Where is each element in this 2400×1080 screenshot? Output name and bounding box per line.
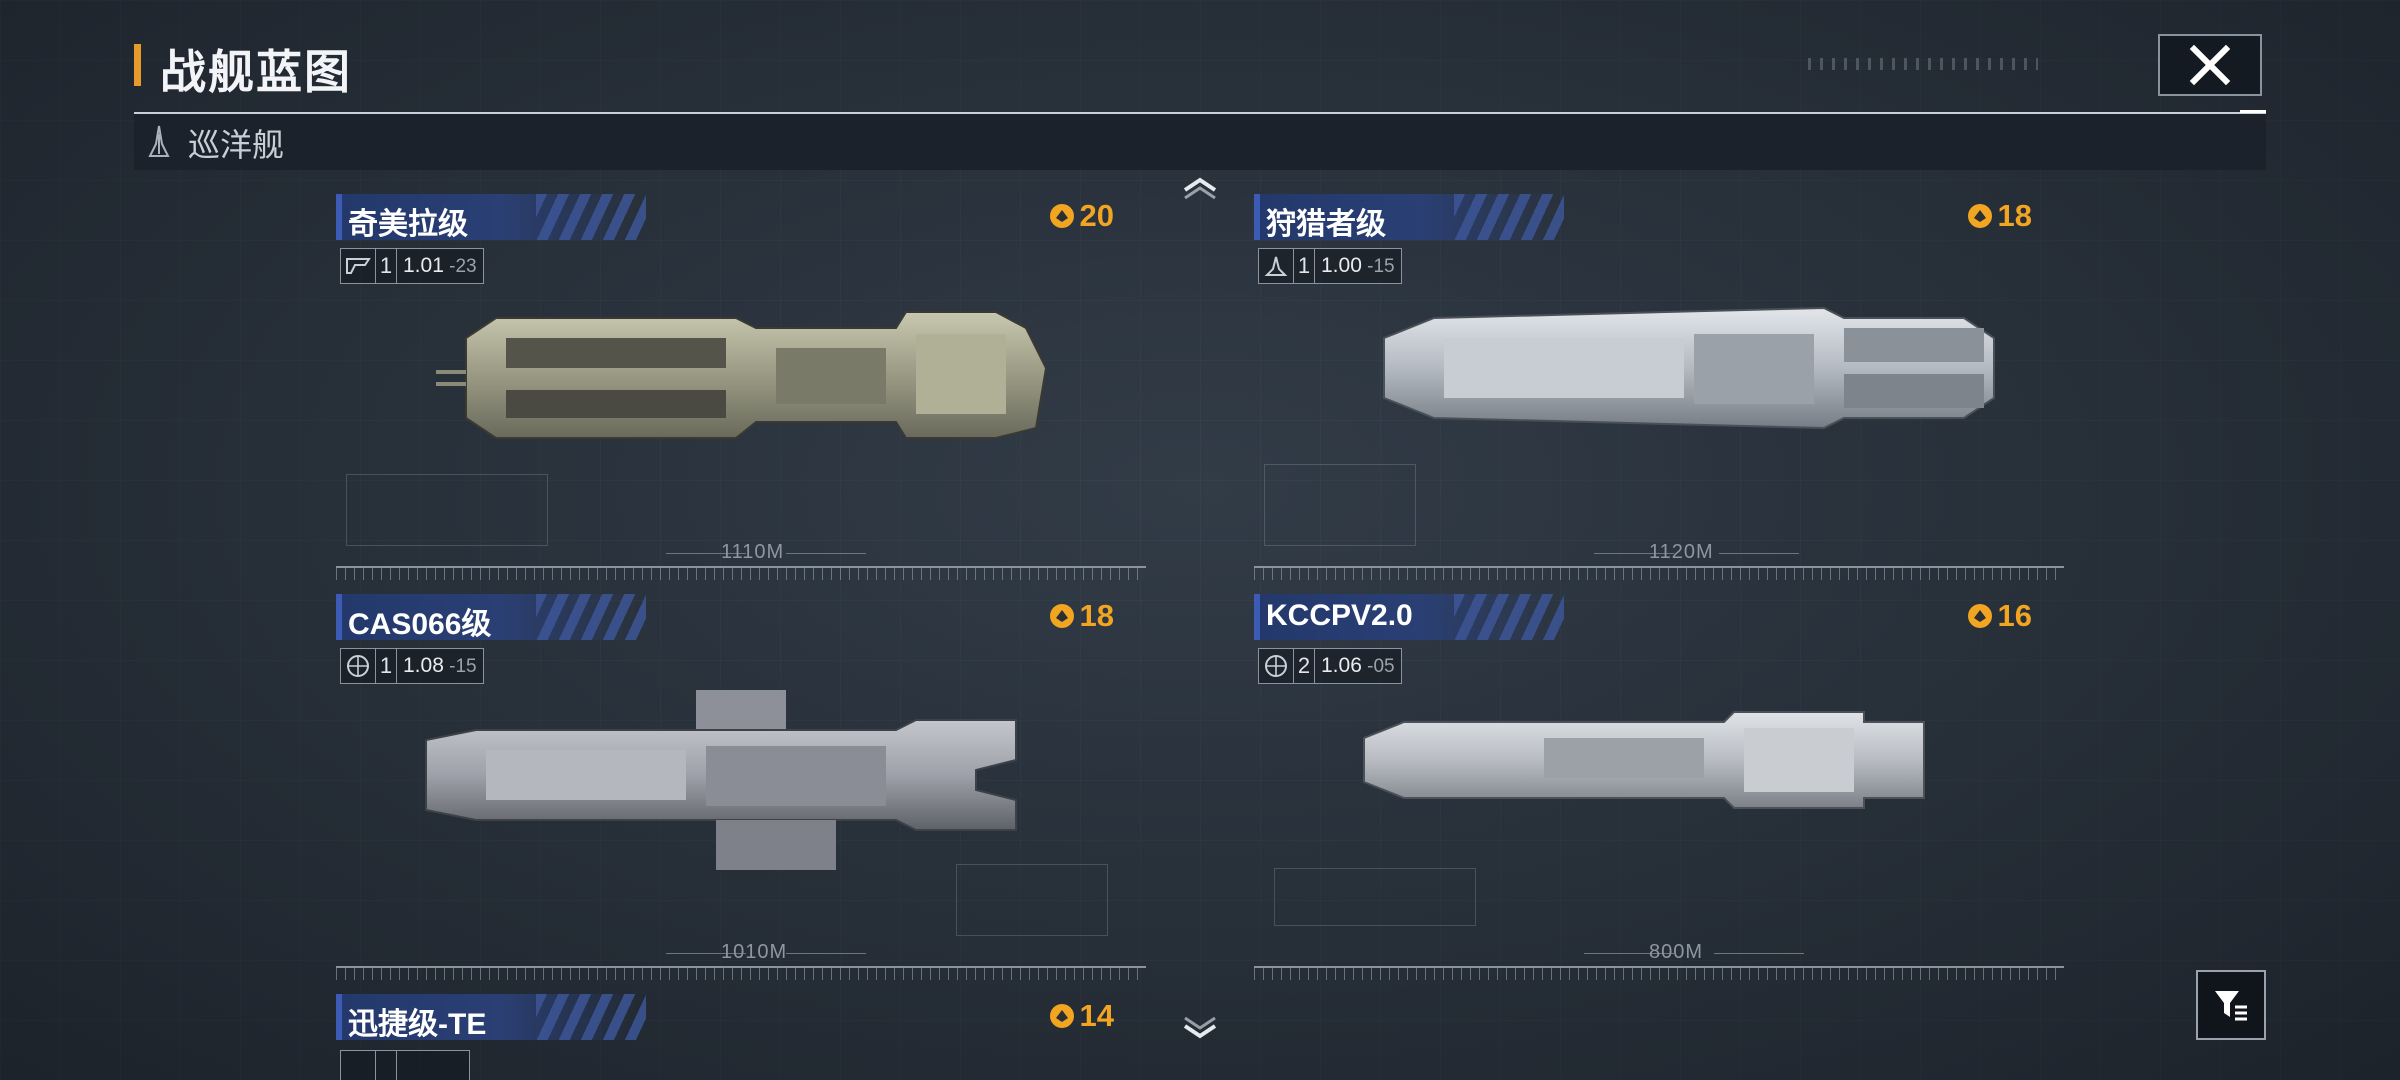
category-bar: [134, 114, 2266, 170]
ship-name: 迅捷级-TE: [348, 1008, 487, 1041]
ship-card[interactable]: 狩猎者级 18 1 1.00 -15 1120M: [1254, 194, 2064, 594]
ship-tier: 2: [1294, 649, 1315, 683]
decorative-ticks: [1808, 58, 2038, 70]
ship-name-plate: KCCPV2.0: [1254, 594, 1564, 640]
ship-tier: 1: [376, 249, 397, 283]
blueprint-sketch: [956, 864, 1108, 936]
ship-length: 1010M: [721, 941, 788, 963]
ship-length: 800M: [1649, 941, 1704, 963]
blueprint-coin-icon: [1967, 604, 1992, 628]
ship-name-plate: 迅捷级-TE: [336, 994, 646, 1041]
blueprint-sketch: [1264, 464, 1416, 546]
ship-version: 1.00 -15: [1321, 254, 1395, 277]
ship-model-image: [1383, 306, 1995, 430]
ship-length: 1110M: [721, 541, 785, 563]
scale-ruler: [336, 566, 1146, 568]
ship-cost: 18: [1048, 598, 1114, 634]
page-title: 战舰蓝图: [160, 46, 352, 98]
ship-info-box: 1 1.08 -15: [340, 648, 484, 684]
close-button[interactable]: [2158, 34, 2262, 96]
ship-name: 奇美拉级: [348, 208, 468, 241]
scroll-down-icon[interactable]: [1180, 1014, 1220, 1040]
blueprint-coin-icon: [1049, 1004, 1074, 1028]
blueprint-sketch: [1274, 868, 1476, 926]
header-divider: [134, 112, 2266, 114]
scale-ruler: [1254, 966, 2064, 968]
ship-info-box: 1 1.01 -23: [340, 248, 484, 284]
ship-name: 狩猎者级: [1266, 208, 1386, 241]
blueprint-coin-icon: [1049, 204, 1074, 228]
ship-name: CAS066级: [348, 608, 492, 641]
cruiser-class-icon: [148, 125, 170, 157]
ship-version: 1.06 -05: [1321, 654, 1395, 677]
ship-card[interactable]: 迅捷级-TE 14: [336, 994, 1146, 1080]
scale-ruler: [336, 966, 1146, 968]
globe-icon: [1265, 655, 1287, 677]
ship-model-image: [1363, 711, 1925, 809]
filter-button[interactable]: [2196, 970, 2266, 1040]
close-icon: [2189, 44, 2231, 86]
ship-card[interactable]: CAS066级 18 1 1.08 -15 1010M: [336, 594, 1146, 994]
ship-tier: 1: [376, 649, 397, 683]
ship-name: KCCPV2.0: [1266, 599, 1413, 632]
ship-cost: 18: [1966, 198, 2032, 234]
ship-model-image: [425, 690, 1017, 870]
ship-info-box: 1 1.00 -15: [1258, 248, 1402, 284]
ship-info-box: 2 1.06 -05: [1258, 648, 1402, 684]
ship-length: 1120M: [1649, 541, 1714, 563]
ship-name-plate: 狩猎者级: [1254, 194, 1564, 241]
header-divider-accent: [2240, 110, 2266, 113]
scroll-up-icon[interactable]: [1180, 176, 1220, 202]
ship-cost: 16: [1966, 598, 2032, 634]
ship-tier: 1: [1294, 249, 1315, 283]
ship-cost: 14: [1048, 998, 1114, 1034]
title-accent-bar: [134, 44, 141, 86]
blueprint-coin-icon: [1967, 204, 1992, 228]
ship-info-box: [340, 1050, 470, 1080]
faction-emblem-icon: [1264, 256, 1288, 276]
ship-version: 1.08 -15: [403, 654, 477, 677]
ship-cost: 20: [1048, 198, 1114, 234]
ship-version: 1.01 -23: [403, 254, 477, 277]
ship-model-image: [436, 311, 1048, 439]
scale-ruler: [1254, 566, 2064, 568]
filter-icon: [2215, 991, 2247, 1021]
blueprint-sketch: [346, 474, 548, 546]
globe-icon: [347, 655, 369, 677]
ship-name-plate: CAS066级: [336, 594, 646, 641]
blueprint-coin-icon: [1049, 604, 1074, 628]
category-label: 巡洋舰: [188, 127, 285, 163]
ship-card[interactable]: KCCPV2.0 16 2 1.06 -05 800M: [1254, 594, 2064, 994]
ship-card[interactable]: 奇美拉级 20 1 1.01 -23 1110M: [336, 194, 1146, 594]
ship-name-plate: 奇美拉级: [336, 194, 646, 241]
faction-emblem-icon: [346, 258, 371, 274]
